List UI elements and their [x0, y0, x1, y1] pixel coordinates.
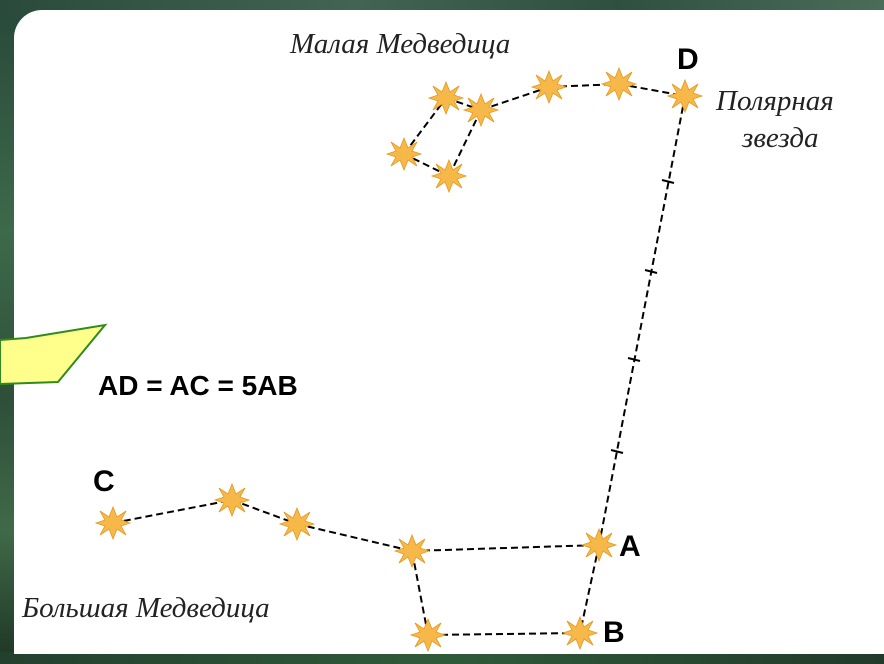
point-d-label: D — [677, 43, 699, 76]
point-a-label: A — [619, 530, 641, 563]
pointer-line-ad — [598, 95, 686, 546]
callout-shape — [0, 323, 108, 386]
star-icon — [214, 483, 250, 517]
star-icon — [562, 616, 598, 650]
star-icon — [531, 70, 567, 104]
star-icon — [601, 67, 637, 101]
little-dipper-label: Малая Медведица — [289, 28, 510, 60]
star-icon — [394, 534, 430, 568]
white-panel — [14, 10, 884, 654]
star-icon — [279, 507, 315, 541]
point-c-label: C — [93, 465, 115, 498]
point-b-label: B — [603, 616, 625, 649]
star-icon — [431, 159, 467, 193]
stars — [95, 67, 703, 652]
star-icon — [386, 137, 422, 171]
polaris-label-line1: Полярная — [715, 85, 834, 117]
star-icon — [410, 618, 446, 652]
big-dipper-label: Большая Медведица — [21, 592, 270, 624]
star-icon — [428, 81, 464, 115]
star-icon — [463, 93, 499, 127]
star-icon — [95, 506, 131, 540]
formula-text: AD = AC = 5AB — [98, 370, 298, 401]
star-icon — [581, 528, 617, 562]
big-dipper-lines — [112, 499, 600, 636]
star-icon — [667, 79, 703, 113]
polaris-label-line2: звезда — [741, 122, 819, 154]
background-edge-bottom — [0, 652, 884, 664]
